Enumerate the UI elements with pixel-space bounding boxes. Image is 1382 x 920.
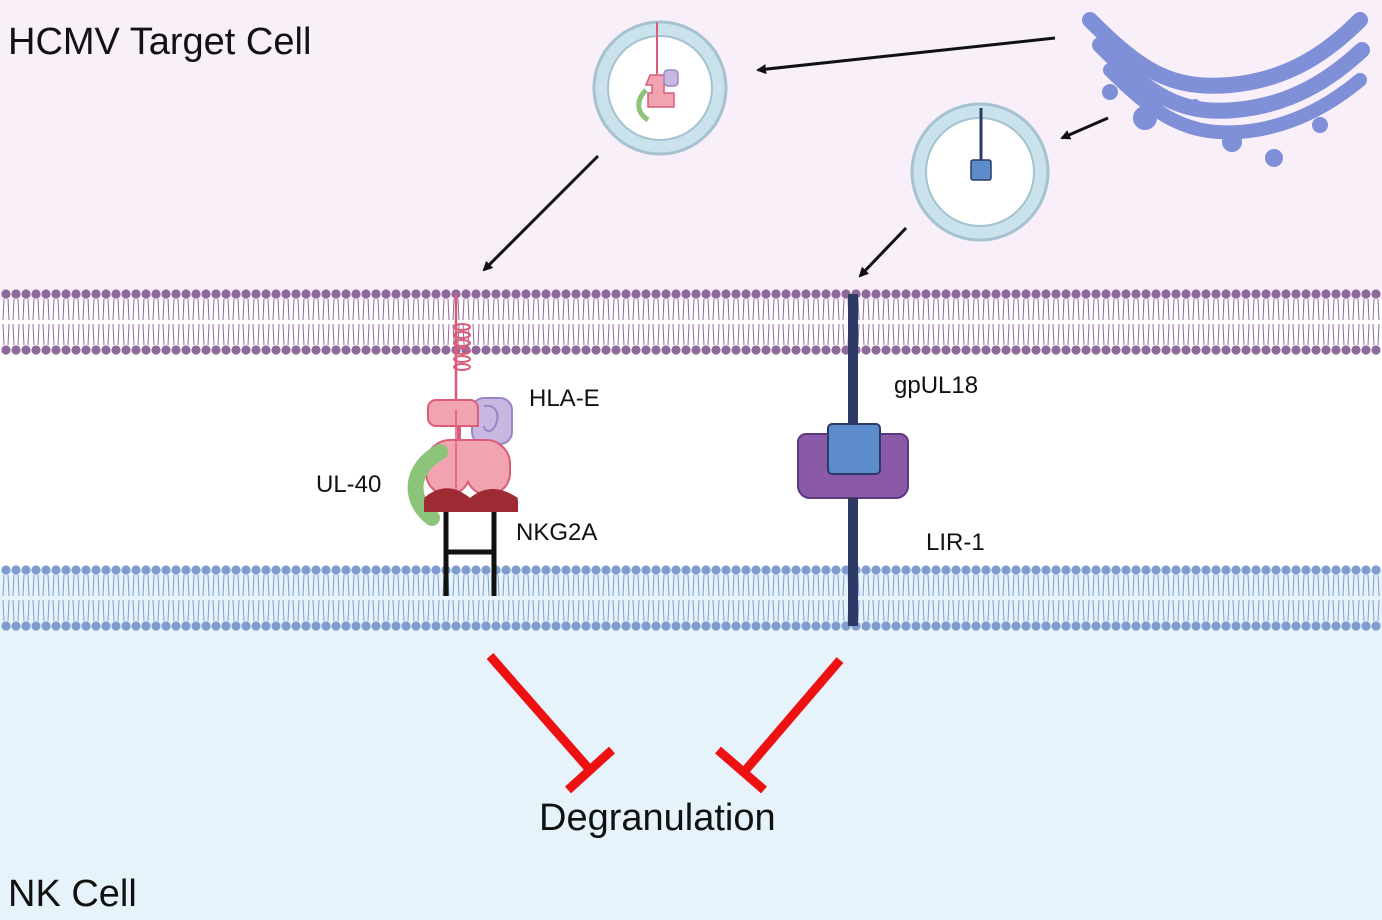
target-cell-title: HCMV Target Cell bbox=[8, 21, 311, 63]
degranulation-label: Degranulation bbox=[539, 797, 776, 839]
transport-arrows bbox=[482, 36, 1109, 278]
vesicle-hla-e bbox=[592, 20, 728, 156]
hla-e-heavy-chain bbox=[425, 399, 511, 496]
target-cell-membrane bbox=[1, 289, 1381, 355]
inhibition-arrow-right bbox=[740, 657, 844, 775]
nkg2a-label: NKG2A bbox=[516, 519, 597, 546]
arrow-er-to-vesicle-1 bbox=[756, 36, 1056, 75]
inhibition-arrow-left bbox=[486, 653, 594, 773]
nk-cell-membrane bbox=[1, 565, 1381, 631]
gpul18-domain bbox=[827, 423, 881, 475]
lir1-label: LIR-1 bbox=[926, 529, 985, 556]
arrow-vesicle-1-to-membrane bbox=[482, 154, 600, 272]
ul40-peptide bbox=[407, 444, 448, 526]
gpul18-lir1-complex bbox=[797, 294, 909, 626]
golgi-er-icon bbox=[1082, 12, 1370, 167]
ul40-label: UL-40 bbox=[316, 471, 381, 498]
nk-cell-region bbox=[0, 570, 1382, 920]
inhibition-arrows bbox=[486, 653, 844, 794]
gpul18-label: gpUL18 bbox=[894, 372, 978, 399]
arrow-vesicle-2-to-membrane bbox=[858, 226, 908, 278]
vesicle-gpul18 bbox=[910, 102, 1050, 242]
hla-e-label: HLA-E bbox=[529, 385, 600, 412]
hla-e-complex bbox=[407, 294, 518, 596]
nkg2a-receptor bbox=[424, 488, 518, 510]
arrow-er-to-vesicle-2 bbox=[1060, 116, 1109, 140]
extracellular-space bbox=[0, 300, 1382, 570]
nk-cell-title: NK Cell bbox=[8, 873, 137, 915]
